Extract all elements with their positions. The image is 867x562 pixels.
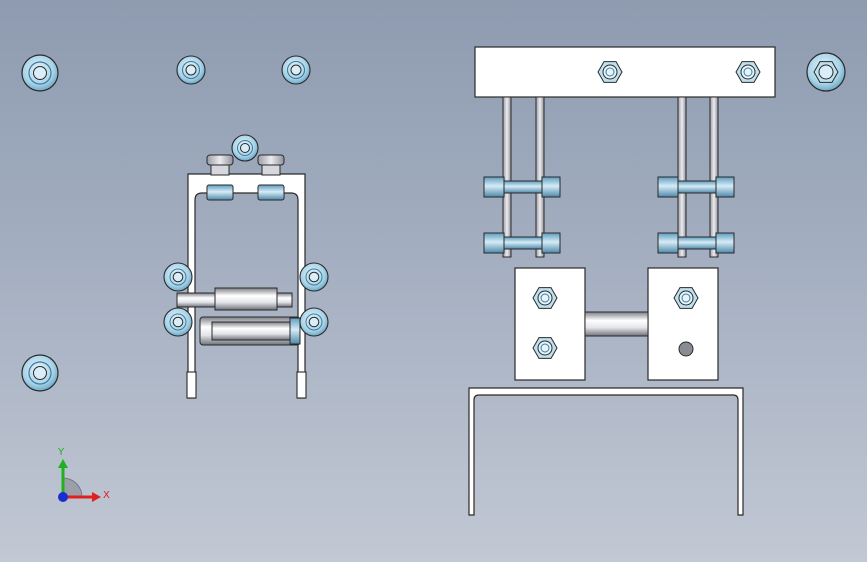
- hex-nut-icon[interactable]: [806, 52, 846, 92]
- lower-shaft[interactable]: [199, 316, 301, 346]
- washer-icon[interactable]: [231, 134, 259, 162]
- bolt-icon[interactable]: [483, 232, 561, 254]
- upper-shaft[interactable]: [176, 287, 293, 311]
- washer-icon[interactable]: [21, 54, 59, 92]
- left-bracket-assembly[interactable]: [163, 134, 329, 399]
- x-axis-label: X: [103, 490, 110, 501]
- washer-icon[interactable]: [176, 55, 206, 85]
- hex-nut-icon[interactable]: [673, 287, 699, 309]
- bolt-icon[interactable]: [483, 176, 561, 198]
- hole-icon: [678, 341, 694, 357]
- washer-icon[interactable]: [299, 307, 329, 337]
- hex-nut-icon[interactable]: [532, 337, 558, 359]
- coordinate-triad: Y X: [57, 447, 110, 502]
- bolt-icon[interactable]: [257, 154, 285, 201]
- bolt-icon[interactable]: [657, 232, 735, 254]
- bolt-icon[interactable]: [657, 176, 735, 198]
- washer-icon[interactable]: [163, 307, 193, 337]
- hex-nut-icon[interactable]: [735, 61, 761, 83]
- washer-icon[interactable]: [21, 354, 59, 392]
- washer-icon[interactable]: [163, 262, 193, 292]
- y-axis-label: Y: [57, 447, 65, 458]
- hex-nut-icon[interactable]: [597, 61, 623, 83]
- right-bracket-assembly[interactable]: [468, 46, 776, 516]
- washer-icon[interactable]: [299, 262, 329, 292]
- bolt-icon[interactable]: [206, 154, 234, 201]
- washer-icon[interactable]: [281, 55, 311, 85]
- hex-nut-icon[interactable]: [532, 287, 558, 309]
